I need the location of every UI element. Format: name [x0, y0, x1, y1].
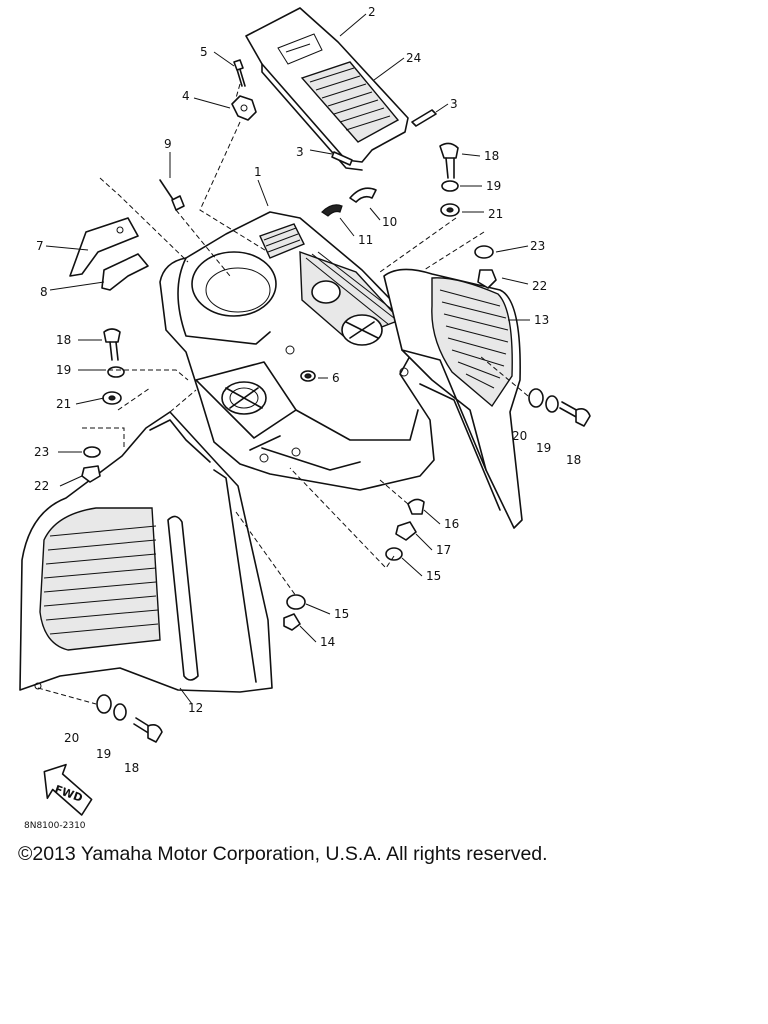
callout-3: 3	[296, 145, 304, 159]
callout-16: 16	[444, 517, 459, 531]
callout-19: 19	[96, 747, 111, 761]
washer-part	[96, 694, 127, 721]
callout-22: 22	[532, 279, 547, 293]
parts-exploded-diagram: FWD 2 24 3 3 5 4 9 1 10 11 18 19 21 7 8 …	[19, 5, 591, 831]
callout-21: 21	[56, 397, 71, 411]
bracket-part	[69, 217, 139, 277]
washer-part	[102, 366, 125, 405]
callout-19: 19	[56, 363, 71, 377]
nut-part	[474, 245, 497, 289]
callout-4: 4	[182, 89, 190, 103]
washer-part	[440, 180, 460, 217]
screw-part	[159, 179, 185, 211]
callout-15: 15	[334, 607, 349, 621]
copyright-notice: ©2013 Yamaha Motor Corporation, U.S.A. A…	[18, 843, 548, 865]
callout-12: 12	[188, 701, 203, 715]
callout-5: 5	[200, 45, 208, 59]
bolt-part	[407, 498, 425, 515]
callout-3: 3	[450, 97, 458, 111]
forward-arrow-icon: FWD	[43, 763, 93, 816]
callout-21: 21	[488, 207, 503, 221]
drawing-code: 8N8100-2310	[24, 821, 86, 831]
callout-8: 8	[40, 285, 48, 299]
bolt-part	[133, 717, 163, 743]
callout-19: 19	[536, 441, 551, 455]
left-side-cover	[19, 411, 273, 693]
callout-9: 9	[164, 137, 172, 151]
callout-11: 11	[358, 233, 373, 247]
cushion-part	[321, 187, 377, 217]
bolt-part	[439, 142, 459, 179]
nut-part	[300, 370, 316, 382]
callout-2: 2	[368, 5, 376, 19]
callout-24: 24	[406, 51, 421, 65]
callout-18: 18	[566, 453, 581, 467]
right-side-cover	[383, 268, 523, 529]
callout-17: 17	[436, 543, 451, 557]
bolt-part	[559, 401, 591, 427]
callout-22: 22	[34, 479, 49, 493]
callout-18: 18	[124, 761, 139, 775]
callout-20: 20	[512, 429, 527, 443]
callout-19: 19	[486, 179, 501, 193]
leader-lines	[45, 13, 530, 705]
nut-part	[283, 594, 306, 631]
callout-18: 18	[56, 333, 71, 347]
top-cover-part	[245, 7, 409, 171]
callout-23: 23	[34, 445, 49, 459]
grille-insert-part	[300, 61, 400, 143]
nut-part	[81, 446, 101, 483]
screw-part	[233, 59, 246, 87]
bracket-part	[101, 253, 149, 291]
callout-14: 14	[320, 635, 335, 649]
callout-15: 15	[426, 569, 441, 583]
callout-18: 18	[484, 149, 499, 163]
clip-part	[231, 95, 257, 121]
callout-7: 7	[36, 239, 44, 253]
washer-part	[528, 388, 559, 413]
callout-6: 6	[332, 371, 340, 385]
main-panel-body	[159, 211, 445, 491]
assembly-lines	[37, 83, 529, 705]
pin-part	[331, 109, 437, 166]
callout-23: 23	[530, 239, 545, 253]
bolt-part	[103, 328, 121, 361]
nut-part	[385, 521, 417, 561]
callout-1: 1	[254, 165, 262, 179]
callout-10: 10	[382, 215, 397, 229]
callout-20: 20	[64, 731, 79, 745]
callout-13: 13	[534, 313, 549, 327]
